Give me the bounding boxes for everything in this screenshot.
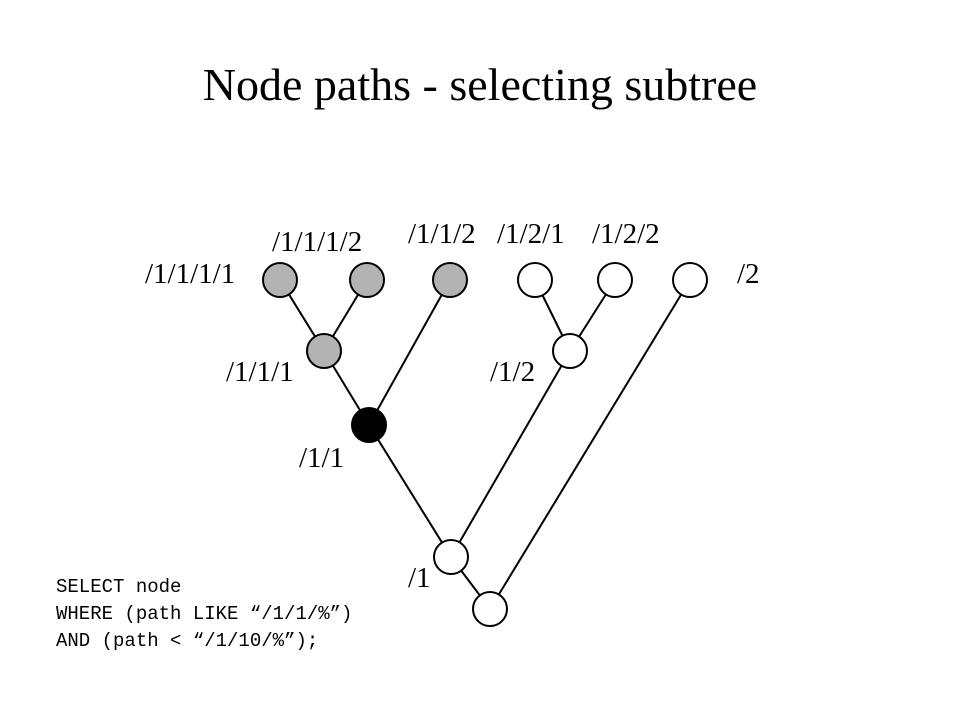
slide-title: Node paths - selecting subtree	[202, 59, 758, 110]
tree-labels: /2/1/1/1/1/2/1/1/1/1/1/2/1/2/1/1/2/2/1/1…	[145, 218, 760, 594]
node-path-label: /1/1/1/1	[145, 258, 235, 290]
sql-line-and: AND (path < “/1/10/%”);	[56, 630, 319, 652]
tree-node	[552, 333, 588, 369]
tree-node	[262, 262, 298, 298]
tree-nodes	[262, 262, 708, 627]
node-path-label: /1	[408, 562, 431, 594]
node-path-label: /1/1	[299, 442, 344, 474]
tree-node	[351, 407, 387, 443]
node-path-label: /1/1/1/2	[272, 226, 362, 258]
tree-node	[672, 262, 708, 298]
node-path-label: /2	[737, 258, 760, 290]
tree-edge	[578, 293, 607, 338]
tree-edge	[331, 365, 362, 411]
sql-line-where: WHERE (path LIKE “/1/1/%”)	[56, 603, 353, 625]
sql-line-select: SELECT node	[56, 576, 182, 598]
node-path-label: /1/2/2	[592, 218, 660, 250]
tree-edge	[460, 569, 481, 597]
tree-edge	[541, 294, 564, 337]
node-path-label: /1/1/1	[226, 356, 294, 388]
tree-edges	[288, 293, 683, 597]
tree-edge	[458, 365, 563, 543]
node-path-label: /1/2	[490, 356, 535, 388]
tree-edge	[497, 294, 683, 595]
tree-node	[349, 262, 385, 298]
node-path-label: /1/1/2	[408, 218, 476, 250]
tree-node	[306, 333, 342, 369]
tree-node	[432, 262, 468, 298]
tree-node	[517, 262, 553, 298]
tree-edge	[377, 438, 443, 544]
tree-edge	[376, 294, 443, 411]
sql-query: SELECT node WHERE (path LIKE “/1/1/%”) A…	[56, 574, 352, 655]
tree-edge	[288, 293, 316, 338]
tree-node	[597, 262, 633, 298]
node-path-label: /1/2/1	[497, 218, 565, 250]
tree-edge	[331, 294, 360, 337]
tree-node-root	[472, 591, 508, 627]
tree-node	[433, 539, 469, 575]
